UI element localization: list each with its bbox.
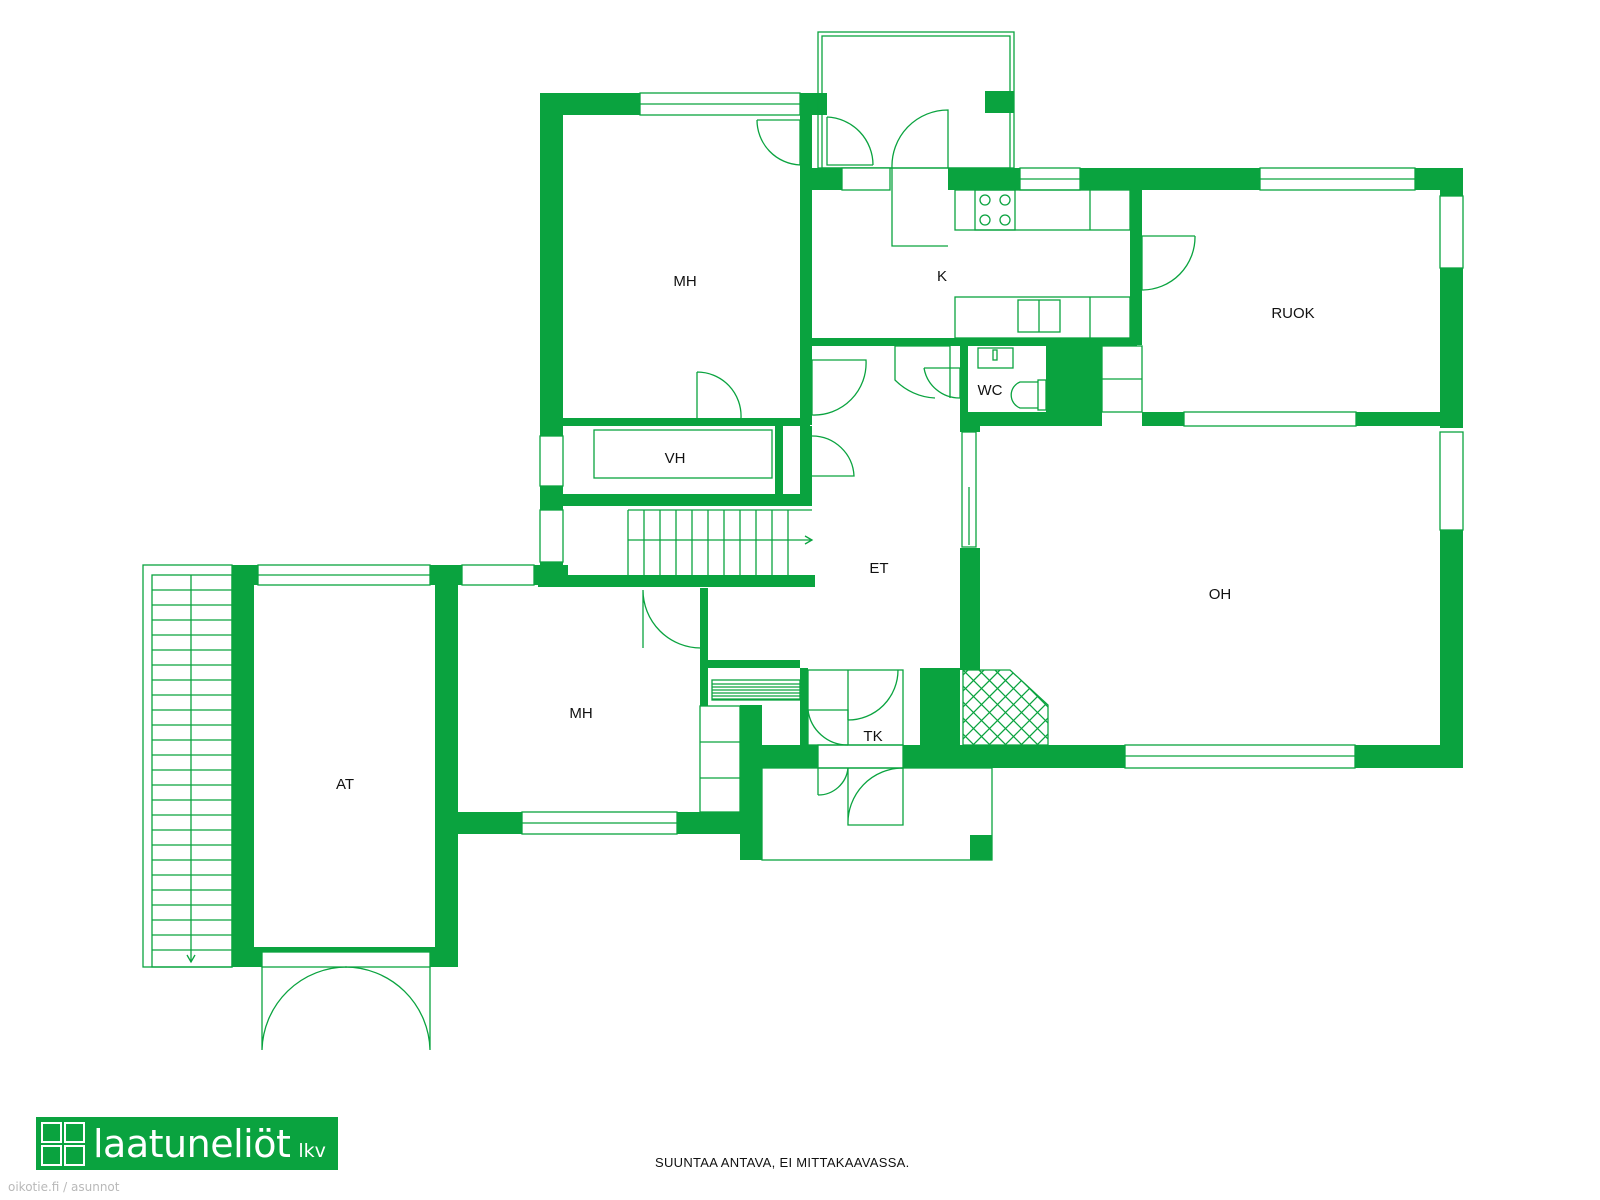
stairs [540, 509, 815, 587]
room-label-mh-lower: MH [569, 705, 592, 722]
room-label-mh-upper: MH [673, 273, 696, 290]
room-label-kitchen: K [937, 268, 947, 285]
logo-grid-icon [39, 1120, 87, 1168]
brand-logo: laatuneliöt lkv [36, 1117, 338, 1170]
living-room [900, 431, 1464, 769]
room-label-hall: ET [869, 560, 888, 577]
hall [700, 359, 980, 701]
scale-disclaimer: SUUNTAA ANTAVA, EI MITTAKAAVASSA. [655, 1155, 910, 1170]
brand-name: laatuneliöt [93, 1121, 291, 1166]
kitchen [812, 167, 1260, 346]
room-label-technical-room: TK [863, 728, 882, 745]
room-label-walk-in-closet: VH [665, 450, 686, 467]
source-watermark: oikotie.fi / asunnot [8, 1180, 120, 1194]
dining [1101, 167, 1464, 428]
brand-suffix: lkv [298, 1139, 326, 1162]
garage [142, 564, 458, 1051]
lower-bedroom [458, 564, 762, 860]
balcony [817, 31, 1015, 247]
room-label-garage: AT [336, 776, 354, 793]
wc [894, 345, 1102, 426]
technical-room [761, 668, 993, 861]
walk-in-closet [539, 426, 855, 571]
room-label-dining: RUOK [1271, 305, 1314, 322]
room-label-living-room: OH [1209, 586, 1232, 603]
room-label-wc: WC [978, 382, 1003, 399]
